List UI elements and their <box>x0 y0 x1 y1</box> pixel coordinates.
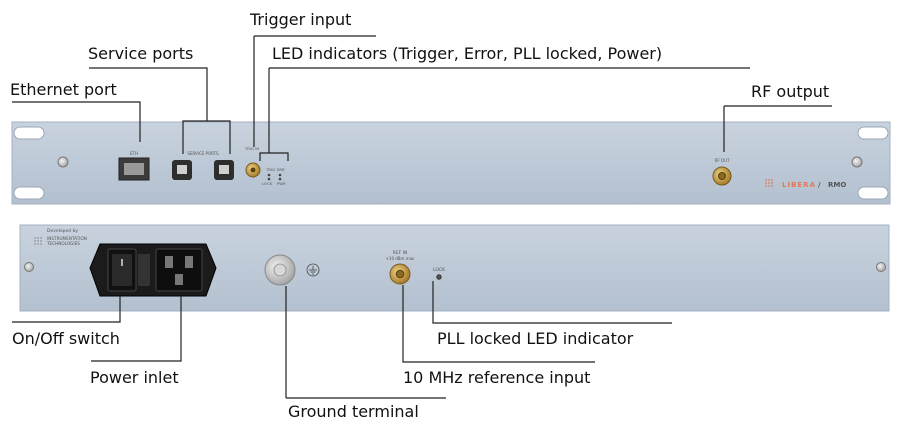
callout-ref-input: 10 MHz reference input <box>403 368 590 388</box>
led-lock-label: LOCK <box>262 181 273 186</box>
screw-icon <box>852 157 862 167</box>
ground-terminal-nut-icon <box>274 264 286 276</box>
pll-lock-led-icon <box>437 275 441 279</box>
screw-icon <box>25 263 34 272</box>
brand-dots-icon <box>765 179 773 187</box>
switch-rocker-icon <box>112 254 132 286</box>
lock-label: LOCK <box>433 267 446 273</box>
callout-rf-output: RF output <box>751 82 829 102</box>
rack-slot-icon <box>858 187 888 199</box>
ref-in-spec: +10 dBm max <box>386 256 416 261</box>
brand-name: LIBERA <box>782 181 816 189</box>
led-icon <box>279 178 282 181</box>
model-name: RMO <box>828 181 846 189</box>
callout-ethernet-port: Ethernet port <box>10 80 117 100</box>
screw-icon <box>58 157 68 167</box>
trig-in-label: TRIG IN <box>244 146 259 151</box>
callout-trigger-input: Trigger input <box>250 10 351 30</box>
led-icon <box>268 178 271 181</box>
rack-slot-icon <box>14 187 44 199</box>
callout-power-inlet: Power inlet <box>90 368 179 388</box>
front-panel: ETH SERVICE PORTS TRIG IN TRIG ERR LOCK … <box>12 122 890 204</box>
callout-ground-terminal: Ground terminal <box>288 402 419 422</box>
rack-slot-icon <box>14 127 44 139</box>
led-trig-label: TRIG <box>265 167 275 172</box>
eth-label: ETH <box>130 151 138 156</box>
rf-out-label: RF OUT <box>715 158 730 163</box>
screw-icon <box>877 263 886 272</box>
service-ports-label: SERVICE PORTS <box>187 151 219 156</box>
ref-input-pin-icon <box>396 270 404 278</box>
leader-lines <box>12 36 832 398</box>
callout-on-off-switch: On/Off switch <box>12 329 120 349</box>
usb-jack-icon <box>219 165 229 174</box>
callout-service-ports: Service ports <box>88 44 193 64</box>
usb-jack-icon <box>177 165 187 174</box>
led-pwr-label: PWR <box>277 181 286 186</box>
inlet-pin-icon <box>165 256 173 268</box>
brand-separator: / <box>818 181 821 189</box>
developed-by-label: Developed by <box>47 228 78 234</box>
rear-panel: Developed by INSTRUMENTATION TECHNOLOGIE… <box>20 225 889 311</box>
callout-pll-locked-led: PLL locked LED indicator <box>437 329 633 349</box>
led-err-label: ERR <box>277 167 285 172</box>
ethernet-jack-icon <box>124 163 144 175</box>
fuse-holder-icon <box>138 254 150 286</box>
callout-led-indicators: LED indicators (Trigger, Error, PLL lock… <box>272 44 662 64</box>
rf-output-pin-icon <box>719 173 726 180</box>
maker-dots-icon <box>34 237 41 244</box>
inlet-pin-icon <box>175 274 183 285</box>
rack-slot-icon <box>858 127 888 139</box>
led-icon <box>279 174 282 177</box>
led-icon <box>268 174 271 177</box>
maker-line-2: TECHNOLOGIES <box>46 241 80 246</box>
inlet-pin-icon <box>185 256 193 268</box>
trigger-connector-pin-icon <box>251 168 256 173</box>
